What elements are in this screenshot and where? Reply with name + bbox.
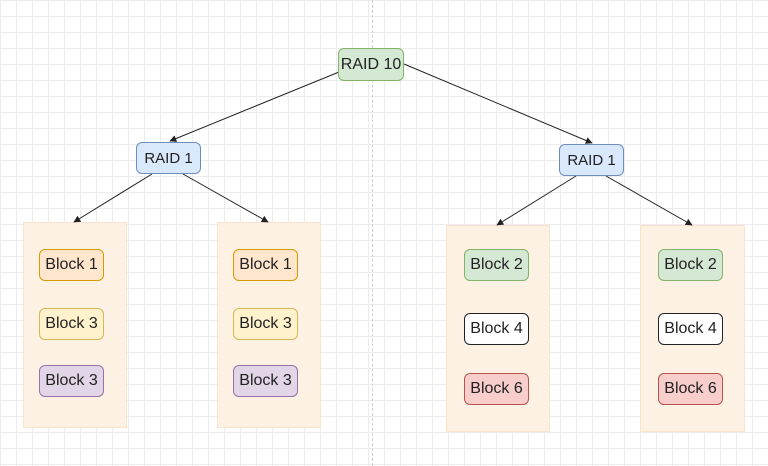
- edge-right-raid-to-col3: [496, 175, 577, 226]
- block-col4-1: Block 2: [658, 249, 723, 281]
- block-col4-3: Block 6: [658, 373, 723, 405]
- block-col3-2: Block 4: [464, 313, 529, 345]
- block-col1-2: Block 3: [39, 308, 104, 340]
- edge-root-to-right-raid: [403, 63, 593, 144]
- block-col1-3: Block 3: [39, 365, 104, 397]
- block-col2-3: Block 3: [233, 365, 298, 397]
- raid10-node: RAID 10: [338, 48, 404, 81]
- edge-left-raid-to-col2: [182, 173, 269, 223]
- block-col1-1: Block 1: [39, 249, 104, 281]
- block-col2-1: Block 1: [233, 249, 298, 281]
- block-col2-2: Block 3: [233, 308, 298, 340]
- raid1-right-node: RAID 1: [559, 144, 624, 176]
- edge-root-to-left-raid: [169, 71, 340, 142]
- edge-right-raid-to-col4: [605, 175, 693, 226]
- block-col3-3: Block 6: [464, 373, 529, 405]
- center-divider: [372, 0, 373, 466]
- raid1-left-node: RAID 1: [136, 142, 201, 174]
- edge-left-raid-to-col1: [73, 173, 153, 223]
- block-col4-2: Block 4: [658, 313, 723, 345]
- block-col3-1: Block 2: [464, 249, 529, 281]
